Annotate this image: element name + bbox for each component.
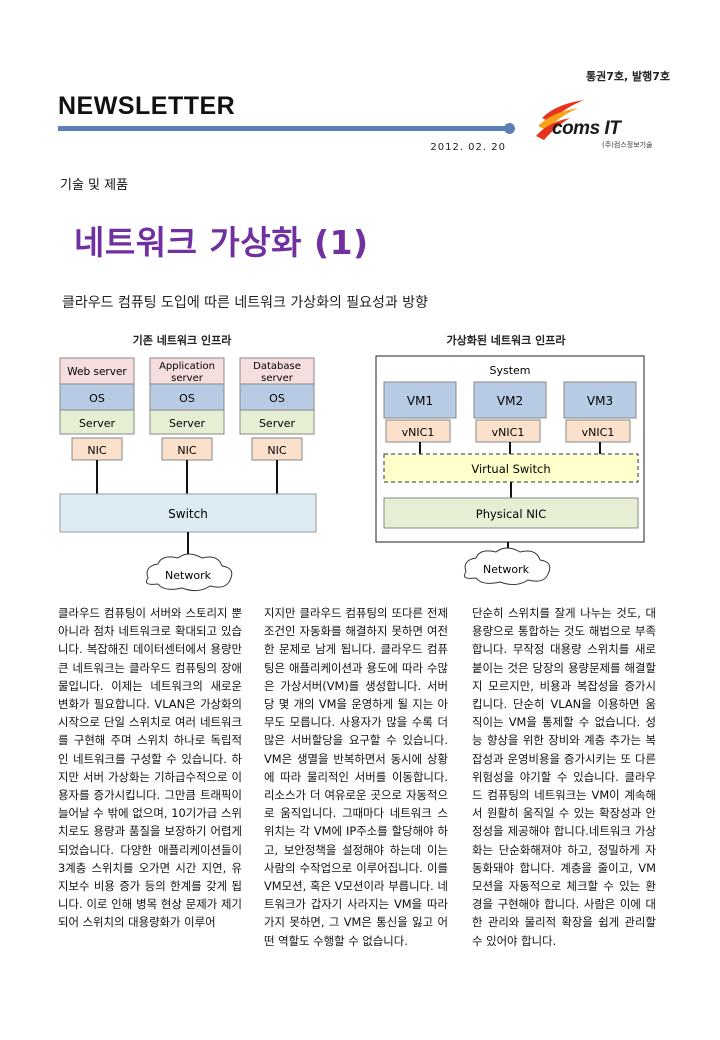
article-column-3: 단순히 스위치를 잘게 나누는 것도, 대용량으로 통합하는 것도 해법으로 부… [472, 606, 656, 948]
server-stack-1: Web server OS Server NIC [59, 357, 135, 494]
nic-label: NIC [87, 444, 106, 457]
app-label-line1: Database [253, 361, 301, 372]
left-diagram-title: 기존 네트워크 인프라 [133, 333, 233, 347]
virtual-switch-box [383, 453, 639, 483]
physical-nic-box [383, 497, 639, 529]
article-headline: 네트워크 가상화 (1) [74, 223, 369, 262]
app-box [59, 357, 135, 385]
server-label: Server [169, 417, 206, 430]
header-rule-dot [504, 123, 515, 134]
vnic-label: vNIC1 [582, 426, 615, 439]
system-label: System [489, 364, 530, 377]
issue-date: 2012. 02. 20 [430, 142, 506, 153]
vnic-box [385, 419, 451, 443]
vm-box [383, 381, 457, 419]
article-column-1: 클라우드 컴퓨팅이 서버와 스토리지 뿐 아니라 점차 네트워크로 확대되고 있… [58, 606, 242, 930]
os-box [149, 383, 225, 411]
section-label: 기술 및 제품 [60, 178, 129, 193]
cloud-shape [145, 553, 233, 592]
virtual-switch-label: Virtual Switch [471, 462, 550, 476]
vm-label: VM2 [497, 394, 523, 408]
vnic-box [475, 419, 541, 443]
vnic-box [565, 419, 631, 443]
app-box [149, 357, 225, 385]
server-label: Server [79, 417, 116, 430]
vnic-label: vNIC1 [492, 426, 525, 439]
logo-swoosh-3 [536, 118, 570, 140]
vm-box [563, 381, 637, 419]
physical-nic-label: Physical NIC [476, 507, 546, 521]
app-label: Web server [67, 366, 127, 378]
os-label: OS [269, 392, 285, 405]
vm-3: VM3 vNIC1 [563, 381, 637, 454]
app-label-line2: server [261, 373, 294, 384]
app-box [239, 357, 315, 385]
network-label: Network [165, 569, 212, 582]
logo-wordmark: coms IT [552, 118, 621, 139]
os-box [59, 383, 135, 411]
network-label: Network [483, 563, 530, 576]
issue-number: 통권7호, 발행7호 [585, 70, 670, 83]
app-label-line2: server [171, 373, 204, 384]
server-box [239, 409, 315, 435]
os-label: OS [179, 392, 195, 405]
newsletter-title: NEWSLETTER [58, 92, 236, 120]
server-stack-2: Application server OS Server NIC [149, 357, 225, 494]
right-network-cloud: Network [463, 547, 551, 586]
os-label: OS [89, 392, 105, 405]
nic-label: NIC [267, 444, 286, 457]
vm-label: VM3 [587, 394, 613, 408]
vm-label: VM1 [407, 394, 433, 408]
left-network-cloud: Network [145, 553, 233, 592]
logo-swoosh-2 [538, 108, 578, 130]
article-column-2: 지지만 클라우드 컴퓨팅의 또다른 전제조건인 자동화를 해결하지 못하면 여전… [264, 606, 448, 948]
cloud-shape [463, 547, 551, 586]
nic-label: NIC [177, 444, 196, 457]
company-logo [536, 100, 584, 140]
server-box [59, 409, 135, 435]
vnic-label: vNIC1 [402, 426, 435, 439]
switch-label: Switch [168, 507, 208, 521]
network-diagram: 기존 네트워크 인프라 Web server OS Server NIC App… [59, 333, 645, 592]
server-label: Server [259, 417, 296, 430]
vm-1: VM1 vNIC1 [383, 381, 457, 454]
right-diagram-title: 가상화된 네트워크 인프라 [447, 333, 567, 347]
vm-2: VM2 vNIC1 [473, 381, 547, 454]
header-rule [58, 126, 508, 131]
article-subtitle: 클라우드 컴퓨팅 도입에 따른 네트워크 가상화의 필요성과 방향 [62, 295, 429, 311]
logo-company-name: (주)컴스정보기술 [602, 141, 653, 149]
server-stack-3: Database server OS Server NIC [239, 357, 315, 494]
app-label-line1: Application [159, 361, 215, 372]
switch-box [59, 493, 317, 533]
vm-box [473, 381, 547, 419]
server-box [149, 409, 225, 435]
